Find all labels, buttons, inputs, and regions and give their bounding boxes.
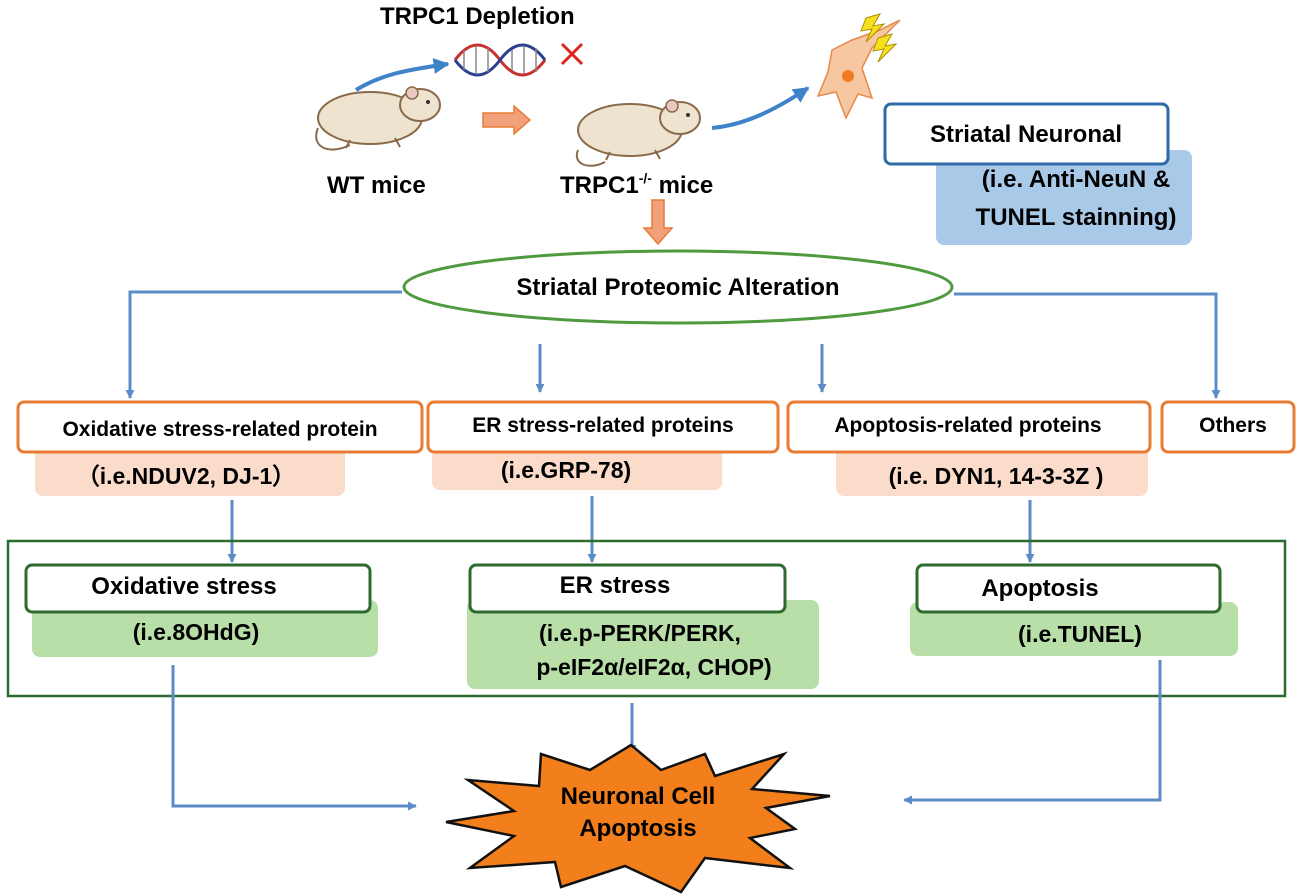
depletion-label: TRPC1 Depletion [380, 3, 575, 30]
neuron-icon [816, 19, 901, 120]
mouse-icon [575, 99, 701, 167]
ko-to-neuron-arrow [711, 86, 810, 130]
category-title-er: ER stress-related proteins [472, 414, 733, 437]
mouse-icon [315, 86, 441, 151]
category-example-oxidative: （i.e.NDUV2, DJ-1） [77, 463, 296, 489]
branch-arrows [125, 290, 1221, 399]
ko-to-proteomic-arrow [642, 199, 674, 246]
apoptosis-starburst [445, 743, 831, 894]
category-to-outcome-arrows [227, 496, 1035, 563]
outcome-box-oxidative [24, 563, 372, 614]
outcome-title-er: ER stress [560, 572, 671, 599]
category-example-er: (i.e.GRP-78) [501, 457, 631, 483]
outcome-example-er-line1: (i.e.p-PERK/PERK, [539, 620, 741, 646]
lightning-icon [860, 13, 898, 63]
cross-icon [560, 42, 584, 66]
category-example-fill [35, 440, 345, 496]
arrow-to-others [954, 292, 1221, 399]
category-example-apoptosis: (i.e. DYN1, 14-3-3Z ) [889, 463, 1104, 489]
category-box-oxidative [16, 400, 424, 454]
outcome-example-apoptosis: (i.e.TUNEL) [1018, 621, 1142, 647]
ko-label: TRPC1-/- mice [560, 170, 713, 199]
final-label-line2: Apoptosis [579, 815, 696, 842]
category-box-er [426, 400, 780, 454]
outcome-example-fill [467, 600, 819, 689]
outcome-box-apoptosis [915, 563, 1222, 614]
neuronal-title: Striatal Neuronal [930, 121, 1122, 148]
neuronal-example-line2: TUNEL stainning) [976, 204, 1177, 231]
outcome-title-apoptosis: Apoptosis [981, 575, 1098, 602]
final-label-line1: Neuronal Cell [561, 783, 716, 810]
proteomic-label: Striatal Proteomic Alteration [516, 274, 839, 301]
outcome-example-fill [910, 602, 1238, 656]
wt-label: WT mice [327, 172, 426, 199]
depletion-arrow [354, 58, 450, 92]
arrow-to-oxidative [125, 290, 402, 399]
outcome-example-fill [32, 600, 378, 657]
category-box-others [1160, 400, 1296, 454]
dna-helix-icon [453, 43, 547, 77]
category-example-fill [836, 440, 1148, 496]
category-box-apoptosis [786, 400, 1152, 454]
neuronal-example-line1: (i.e. Anti-NeuN & [982, 166, 1170, 193]
category-title-apoptosis: Apoptosis-related proteins [834, 414, 1101, 437]
outcome-example-oxidative: (i.e.8OHdG) [133, 619, 260, 645]
wt-to-ko-arrow [482, 104, 532, 136]
category-title-oxidative: Oxidative stress-related protein [62, 418, 377, 441]
neuronal-title-box [883, 102, 1170, 166]
category-title-others: Others [1199, 414, 1267, 437]
outcome-box-er [468, 563, 787, 614]
proteomic-ellipse [402, 249, 954, 325]
outcome-container [6, 539, 1287, 698]
outcome-title-oxidative: Oxidative stress [91, 573, 276, 600]
neuronal-example-fill [936, 150, 1192, 245]
outcome-example-er-line2: p-eIF2α/eIF2α, CHOP) [536, 654, 771, 680]
